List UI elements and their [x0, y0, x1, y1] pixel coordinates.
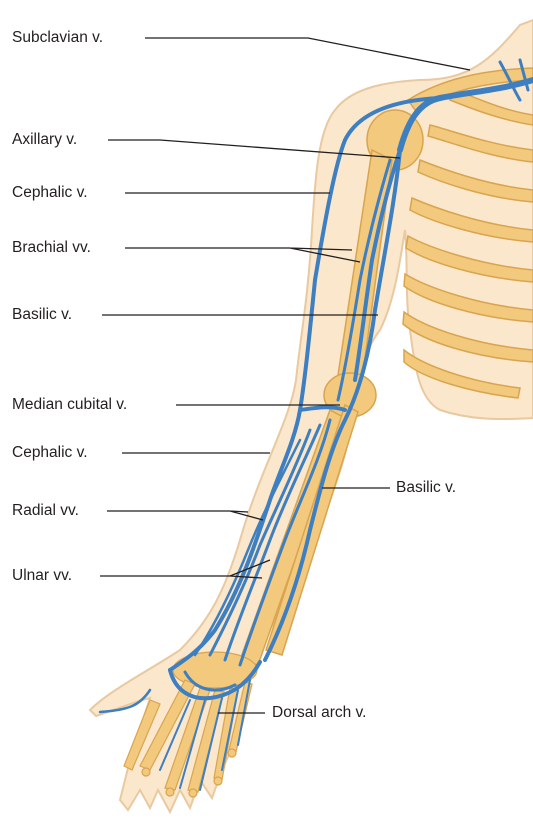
- label-subclavian-vein: Subclavian v.: [12, 29, 103, 47]
- label-cephalic-vein-upper: Cephalic v.: [12, 184, 88, 202]
- label-ulnar-veins: Ulnar vv.: [12, 567, 72, 585]
- leader-radial: [107, 511, 263, 520]
- label-radial-veins: Radial vv.: [12, 502, 79, 520]
- label-dorsal-arch-vein: Dorsal arch v.: [272, 704, 366, 722]
- label-brachial-veins: Brachial vv.: [12, 239, 91, 257]
- leader-subclavian: [145, 38, 470, 70]
- label-axillary-vein: Axillary v.: [12, 131, 77, 149]
- label-basilic-vein-upper: Basilic v.: [12, 306, 72, 324]
- label-median-cubital-vein: Median cubital v.: [12, 396, 127, 414]
- label-cephalic-vein-lower: Cephalic v.: [12, 444, 88, 462]
- label-basilic-vein-lower: Basilic v.: [396, 479, 456, 497]
